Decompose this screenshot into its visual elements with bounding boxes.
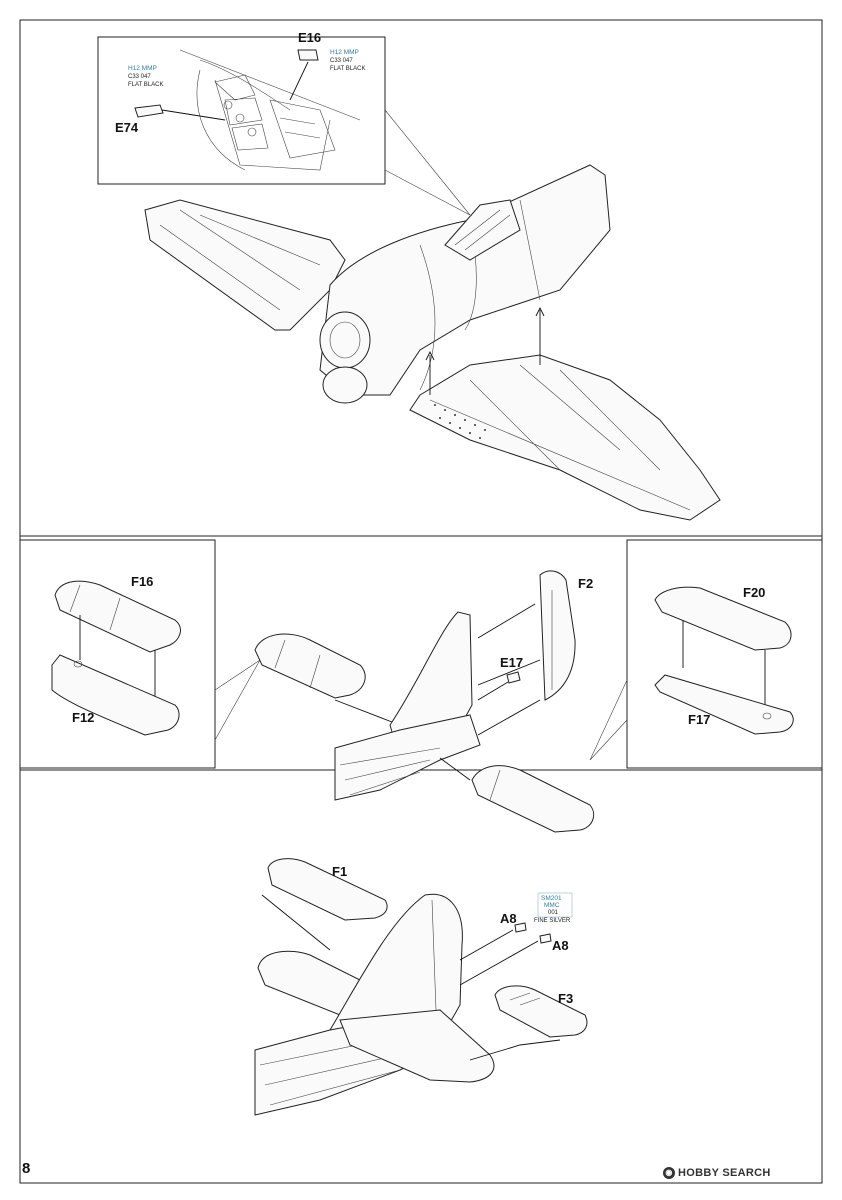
svg-text:FLAT BLACK: FLAT BLACK [128,82,163,88]
part-label-e74: E74 [115,120,139,135]
paint-callout-right: H12 MMP C33 047 FLAT BLACK [330,49,365,72]
tail-assembly-drawing [254,570,595,833]
svg-text:FINE SILVER: FINE SILVER [534,918,571,924]
part-label-a8-left: A8 [500,911,517,926]
part-label-f3: F3 [558,991,573,1006]
svg-text:MMC: MMC [544,902,560,909]
svg-text:001: 001 [548,910,559,916]
page-number: 8 [22,1160,31,1177]
svg-text:H12 MMP: H12 MMP [330,49,359,56]
part-label-e17: E17 [500,655,523,670]
svg-text:C33 047: C33 047 [128,74,151,80]
paint-callout-silver: SM201 MMC 001 FINE SILVER [534,892,573,924]
svg-text:H12 MMP: H12 MMP [128,65,157,72]
part-label-f12: F12 [72,710,94,725]
paint-callout-left: H12 MMP C33 047 FLAT BLACK [128,65,163,88]
part-label-a8-right: A8 [552,938,569,953]
elevator-assembly-drawing [254,858,588,1116]
part-label-f17: F17 [688,712,710,727]
svg-text:FLAT BLACK: FLAT BLACK [330,66,365,72]
step2-right-inset [589,539,823,769]
step2-left-inset [19,539,261,769]
part-label-f16: F16 [131,574,153,589]
part-label-f20: F20 [743,585,765,600]
part-label-e16: E16 [298,30,321,45]
svg-text:SM201: SM201 [541,895,562,902]
part-label-f2: F2 [578,576,593,591]
fuselage-assembly-drawing [144,164,721,521]
part-label-f1: F1 [332,864,347,879]
camera-icon: ◉ [663,1167,675,1180]
watermark-text: HOBBY SEARCH [678,1167,771,1179]
watermark: ◉HOBBY SEARCH [663,1167,771,1180]
svg-text:C33 047: C33 047 [330,58,353,64]
step1-cockpit-inset [97,36,471,216]
